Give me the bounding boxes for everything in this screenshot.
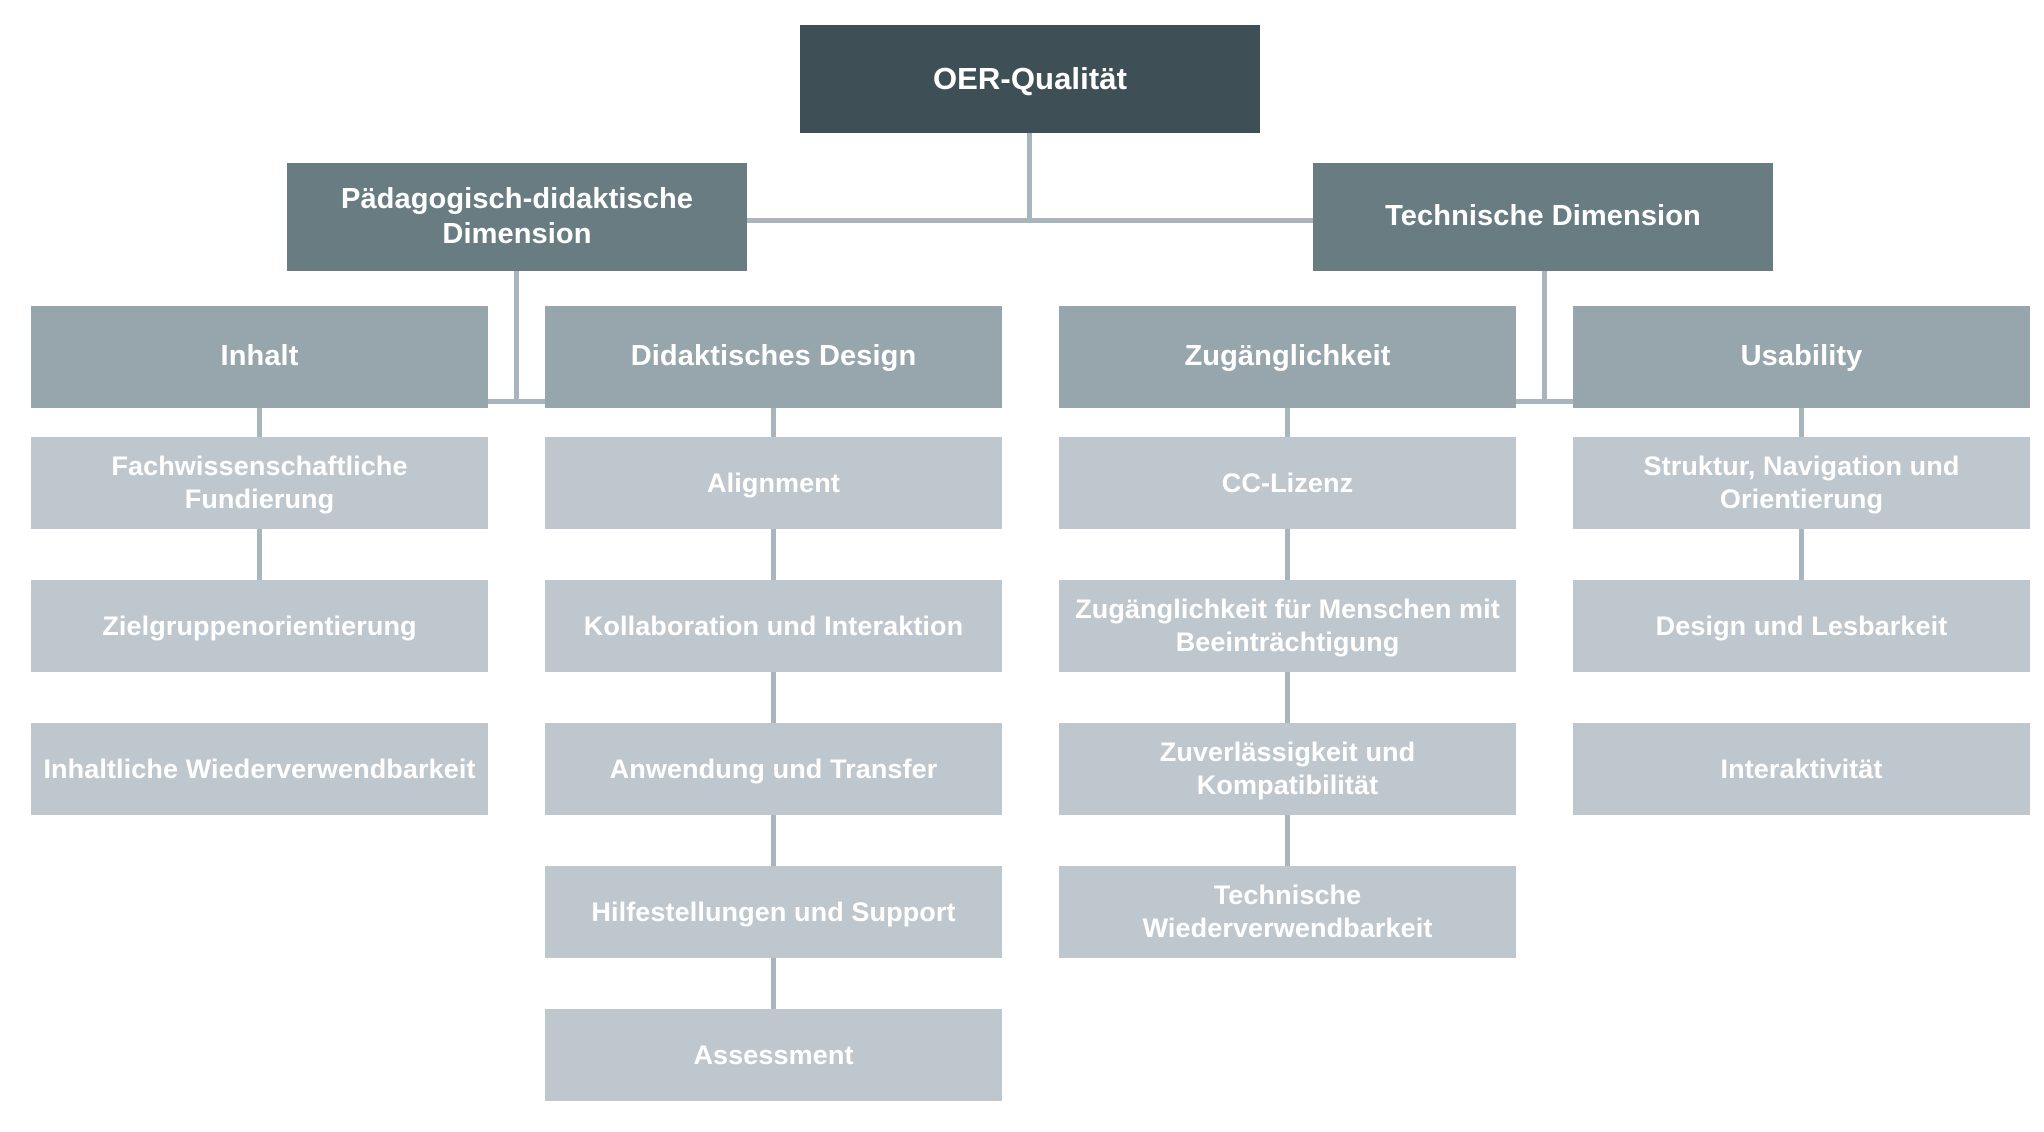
node-assessment[interactable]: Assessment bbox=[545, 1009, 1002, 1101]
connector-left-category-bus bbox=[259, 399, 773, 404]
node-fachwissenschaftliche-fundierung[interactable]: Fachwissenschaftliche Fundierung bbox=[31, 437, 488, 529]
node-cc-lizenz[interactable]: CC-Lizenz bbox=[1059, 437, 1516, 529]
node-interaktivitaet[interactable]: Interaktivität bbox=[1573, 723, 2030, 815]
connector-dimension-bus bbox=[733, 218, 1327, 223]
node-oer-qualitaet[interactable]: OER-Qualität bbox=[800, 25, 1260, 133]
connector-left-dimension-stem bbox=[514, 271, 519, 401]
node-zugaenglichkeit-fuer-menschen-mit-beeintraechtigung[interactable]: Zugänglichkeit für Menschen mit Beeinträ… bbox=[1059, 580, 1516, 672]
node-paedagogisch-didaktische-dimension[interactable]: Pädagogisch-didaktische Dimension bbox=[287, 163, 747, 271]
connector-usability-spine bbox=[1799, 408, 1804, 672]
connector-inhalt-spine bbox=[257, 408, 262, 672]
node-inhalt[interactable]: Inhalt bbox=[31, 306, 488, 408]
connector-right-category-bus bbox=[1287, 399, 1801, 404]
node-technische-wiederverwendbarkeit[interactable]: Technische Wiederverwendbarkeit bbox=[1059, 866, 1516, 958]
node-didaktisches-design[interactable]: Didaktisches Design bbox=[545, 306, 1002, 408]
node-design-und-lesbarkeit[interactable]: Design und Lesbarkeit bbox=[1573, 580, 2030, 672]
connector-right-dimension-stem bbox=[1542, 271, 1547, 401]
node-anwendung-und-transfer[interactable]: Anwendung und Transfer bbox=[545, 723, 1002, 815]
node-inhaltliche-wiederverwendbarkeit[interactable]: Inhaltliche Wiederverwendbarkeit bbox=[31, 723, 488, 815]
node-hilfestellungen-und-support[interactable]: Hilfestellungen und Support bbox=[545, 866, 1002, 958]
node-zuverlaessigkeit-und-kompatibilitaet[interactable]: Zuverlässigkeit und Kompatibilität bbox=[1059, 723, 1516, 815]
node-struktur-navigation-und-orientierung[interactable]: Struktur, Navigation und Orientierung bbox=[1573, 437, 2030, 529]
node-technische-dimension[interactable]: Technische Dimension bbox=[1313, 163, 1773, 271]
node-kollaboration-und-interaktion[interactable]: Kollaboration und Interaktion bbox=[545, 580, 1002, 672]
node-zielgruppenorientierung[interactable]: Zielgruppenorientierung bbox=[31, 580, 488, 672]
node-usability[interactable]: Usability bbox=[1573, 306, 2030, 408]
connector-root-stem bbox=[1027, 133, 1032, 221]
node-alignment[interactable]: Alignment bbox=[545, 437, 1002, 529]
node-zugaenglichkeit[interactable]: Zugänglichkeit bbox=[1059, 306, 1516, 408]
